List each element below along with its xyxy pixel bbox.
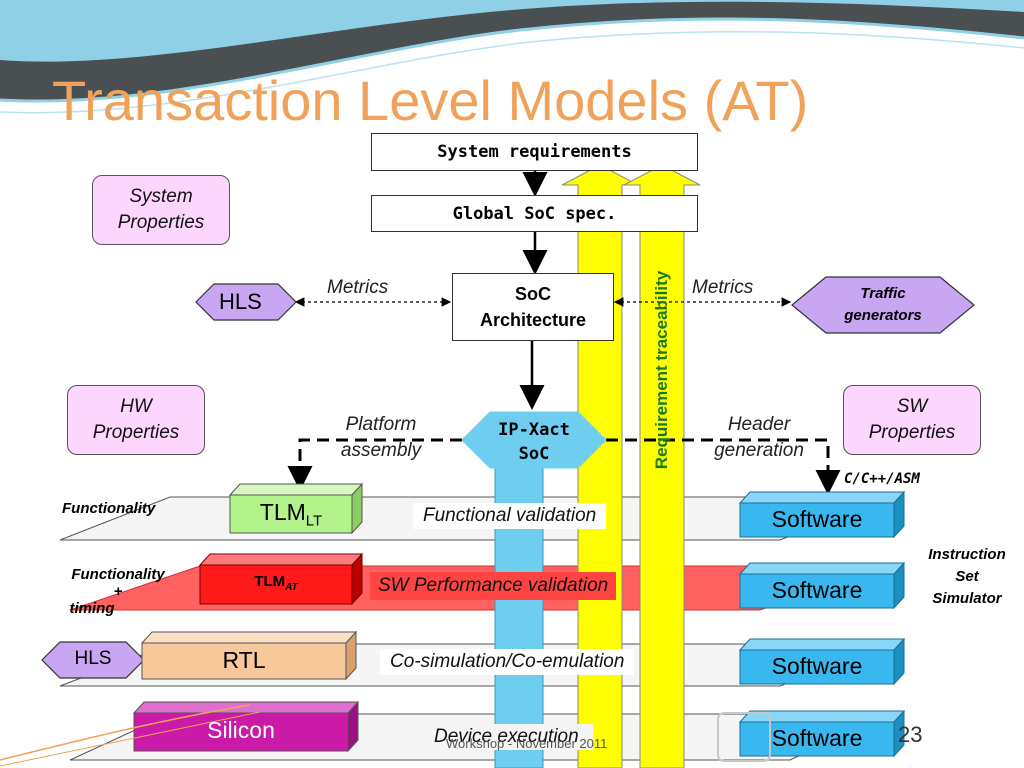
c-cpp-asm-label: C/C++/ASM — [844, 471, 920, 487]
header-decoration — [0, 0, 1024, 114]
sw-properties-line2: Properties — [868, 422, 956, 443]
sw-properties-box: SW Properties — [843, 385, 981, 455]
metrics-right-label: Metrics — [692, 277, 754, 298]
soc-architecture-line2: Architecture — [479, 310, 587, 330]
tlm-at-label: TLMAT — [200, 573, 352, 593]
instruction-line3: Simulator — [932, 590, 1002, 607]
sw-properties-line1: SW — [896, 396, 928, 417]
device-execution-label: Device execution — [420, 724, 593, 750]
slide-title: Transaction Level Models (AT) — [52, 69, 809, 132]
global-soc-spec-box: Global SoC spec. — [371, 195, 698, 232]
instruction-line2: Set — [955, 568, 979, 585]
hw-properties-box: HW Properties — [67, 385, 205, 455]
header-generation-label: Header generation — [700, 412, 818, 464]
functional-validation-label: Functional validation — [413, 503, 607, 529]
hw-properties-line1: HW — [120, 396, 152, 417]
software-label-2: Software — [771, 577, 863, 603]
software-label-4: Software — [771, 725, 863, 751]
metrics-left-label: Metrics — [327, 277, 389, 298]
functionality-timing-line2: + — [113, 583, 123, 600]
software-label-1: Software — [771, 506, 863, 532]
hls-top-label: HLS — [219, 289, 262, 314]
header-line1: Header — [727, 414, 791, 435]
hls-bottom-label: HLS — [74, 648, 112, 669]
tlm-lt-block — [228, 482, 364, 535]
functionality-timing-line3: timing — [69, 600, 115, 617]
cosimulation-label: Co-simulation/Co-emulation — [380, 649, 635, 675]
platform-line1: Platform — [345, 414, 417, 435]
tlm-at-sub: AT — [285, 582, 298, 593]
ipxact-line2: SoC — [518, 444, 550, 464]
hw-properties-line2: Properties — [92, 422, 180, 443]
traffic-line2: generators — [844, 307, 922, 324]
ipxact-line1: IP-Xact — [498, 420, 570, 440]
platform-line2: assembly — [340, 440, 422, 461]
sw-performance-validation-label: SW Performance validation — [370, 572, 617, 600]
footer-text: Workshop - November 2011 — [446, 736, 608, 751]
instruction-set-simulator-label: Instruction Set Simulator — [910, 544, 1024, 610]
functionality-label: Functionality — [62, 500, 156, 517]
system-properties-line2: Properties — [117, 212, 205, 233]
silicon-label: Silicon — [207, 717, 275, 743]
system-requirements-box: System requirements — [371, 133, 698, 171]
traffic-line1: Traffic — [860, 285, 906, 302]
page-number-plate — [717, 712, 771, 762]
page-number: 23 — [898, 722, 923, 747]
tlm-at-block — [198, 552, 364, 606]
platform-assembly-label: Platform assembly — [326, 412, 436, 464]
tlm-lt-label: TLMLT — [230, 499, 352, 530]
rtl-block — [140, 630, 358, 681]
requirement-traceability-label: Requirement traceability — [652, 270, 671, 470]
functionality-timing-line1: Functionality — [71, 566, 165, 583]
system-properties-box: System Properties — [92, 175, 230, 245]
header-line2: generation — [714, 440, 804, 461]
rtl-label: RTL — [222, 647, 266, 673]
ipxact-hexagon — [461, 411, 607, 469]
functionality-timing-label: Functionality + timing — [52, 564, 184, 620]
system-properties-line1: System — [129, 186, 193, 207]
tlm-at-main: TLM — [254, 573, 286, 590]
soc-architecture-box: SoC Architecture — [452, 273, 614, 341]
tlm-lt-sub: LT — [305, 512, 323, 530]
software-blocks — [738, 490, 906, 758]
ipxact-label: IP-Xact SoC — [478, 418, 590, 466]
instruction-line1: Instruction — [928, 546, 1006, 563]
hls-top-hexagon — [195, 283, 297, 321]
traffic-generators-hexagon — [791, 276, 975, 334]
soc-architecture-line1: SoC — [515, 284, 551, 304]
traffic-generators-label: Traffic generators — [812, 283, 954, 327]
software-label-3: Software — [771, 653, 863, 679]
tlm-lt-main: TLM — [259, 499, 306, 525]
